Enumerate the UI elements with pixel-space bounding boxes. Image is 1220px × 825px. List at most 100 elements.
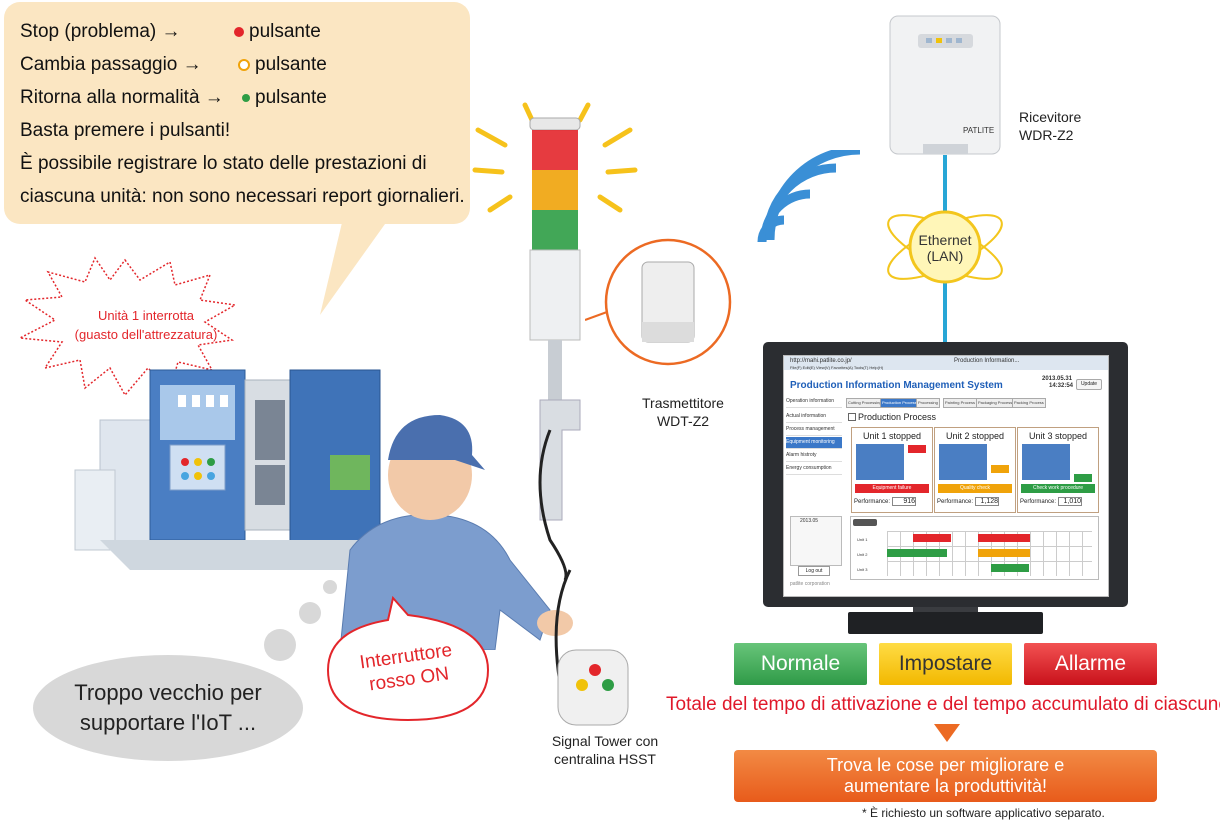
green-dot-icon (242, 93, 250, 102)
tab-processing[interactable]: Processing (916, 398, 940, 408)
button-word-green: pulsante (255, 87, 327, 108)
thought-line1: Troppo vecchio per (74, 680, 262, 705)
signal-tower-label-line1: Signal Tower con (551, 733, 659, 749)
tab-packing[interactable]: Packing Process (1012, 398, 1046, 408)
receiver-brand: PATLITE (963, 126, 995, 135)
sidebar-item-actual[interactable]: Actual information (786, 411, 842, 423)
operator-bubble-shape (326, 595, 490, 722)
sidebar-item-equipment[interactable]: Equipment monitoring (786, 437, 842, 449)
ethernet-label-line2: (LAN) (926, 248, 964, 264)
receiver-label-line1: Ricevitore (1019, 109, 1082, 125)
improve-line1: Trova le cose per migliorare e (826, 755, 1065, 775)
chart-bar-green (887, 549, 947, 557)
performance-value: 1,010 (1058, 497, 1083, 506)
section-title: Production Process (858, 412, 937, 422)
unit-title: Unit 3 stopped (1028, 431, 1088, 441)
timeline-chart: Unit 1 Unit 2 Unit 3 (850, 516, 1099, 580)
tab-cutting[interactable]: Cutting Processing (846, 398, 884, 408)
unit-card[interactable]: Unit 1 stopped Equipment failure Perform… (851, 427, 933, 513)
receiver-label-line2: WDR-Z2 (1019, 127, 1074, 143)
wireless-signal-icon (757, 150, 861, 243)
app-title: Production Information Management System (790, 380, 1003, 391)
sidebar-item-alarm[interactable]: Alarm histroty (786, 450, 842, 462)
unit-image (939, 444, 987, 480)
yellow-dot-icon (238, 58, 250, 71)
browser-url[interactable]: http://mahi.patlite.co.jp/ (790, 358, 852, 364)
thought-bubble-dots (264, 580, 337, 661)
set-button: Impostare (879, 643, 1012, 685)
unit-image (1022, 444, 1070, 480)
sidebar-item-process[interactable]: Process management (786, 424, 842, 436)
tab-production[interactable]: Production Process (880, 398, 919, 408)
thought-line2: supportare l'IoT ... (79, 710, 257, 735)
bubble-line-press: Basta premere i pulsanti! (20, 120, 231, 141)
transmitter-callout (585, 238, 732, 366)
button-word-red: pulsante (249, 21, 321, 42)
unit-status: Equipment failure (855, 484, 929, 493)
sidebar-item-energy[interactable]: Energy consumption (786, 463, 842, 475)
improve-line2: aumentare la produttività! (843, 776, 1048, 796)
unit-status: Quality check (938, 484, 1012, 493)
sidebar-item-operation[interactable]: Operation information (786, 396, 842, 408)
signal-tower-illustration (472, 102, 638, 580)
chart-row-label: Unit 2 (857, 552, 868, 557)
performance-label: Performance: (1020, 499, 1057, 505)
operator-illustration (339, 415, 573, 650)
performance-label: Performance: (854, 499, 891, 505)
footer-text: patlite corporation (790, 581, 830, 587)
ethernet-label-line1: Ethernet (918, 232, 972, 248)
normal-button: Normale (734, 643, 867, 685)
chart-bar-orange (978, 549, 1030, 557)
receiver-illustration (889, 15, 1001, 155)
footnote: * È richiesto un software applicativo se… (862, 806, 1105, 820)
transmitter-label-line2: WDT-Z2 (656, 413, 710, 429)
machine-illustration (17, 256, 420, 570)
alert-burst-line1: Unità 1 interrotta (97, 308, 195, 323)
hsst-controller-illustration (554, 569, 629, 726)
app-date: 2013.05.31 (1042, 376, 1073, 382)
alert-burst-shape (17, 256, 238, 397)
ethernet-illustration (887, 155, 1003, 355)
logout-button[interactable]: Log out (798, 566, 830, 576)
section-checkbox[interactable] (848, 413, 856, 421)
signal-tower-label-line2: centralina HSST (554, 751, 656, 767)
performance-value: 916 (892, 497, 917, 506)
unit-status: Check work procedure (1021, 484, 1095, 493)
browser-bar (784, 356, 1108, 370)
tab-packaging[interactable]: Packaging Process (976, 398, 1015, 408)
performance-value: 1,128 (975, 497, 1000, 506)
unit-title: Unit 1 stopped (862, 431, 922, 441)
monitor-screen: http://mahi.patlite.co.jp/ Production In… (783, 355, 1109, 597)
performance-label: Performance: (937, 499, 974, 505)
bubble-line-reports: ciascuna unità: non sono necessari repor… (20, 186, 465, 207)
browser-tab[interactable]: Production Information... (954, 358, 1020, 364)
unit-card[interactable]: Unit 2 stopped Quality check Performance… (934, 427, 1016, 513)
browser-menu[interactable]: File(F) Edit(E) View(V) Favorites(A) Too… (790, 365, 884, 370)
total-time-text: Totale del tempo di attivazione e del te… (666, 694, 1220, 715)
calendar-title: 2013.05 (800, 518, 819, 524)
chart-bar-red (978, 534, 1030, 542)
speech-bubble-tail (320, 210, 395, 315)
bubble-line-normal: Ritorna alla normalità → (20, 87, 224, 108)
update-button[interactable]: Update (1076, 379, 1102, 390)
tab-painting[interactable]: Painting Process (943, 398, 978, 408)
unit-card[interactable]: Unit 3 stopped Check work procedure Perf… (1017, 427, 1099, 513)
equipment-tag (853, 519, 877, 526)
chart-row-label: Unit 1 (857, 537, 868, 542)
thought-bubble: Troppo vecchio per supportare l'IoT ... (33, 655, 303, 761)
speech-bubble: Stop (problema) → pulsante Cambia passag… (4, 2, 470, 224)
red-dot-icon (234, 26, 244, 37)
alarm-button: Allarme (1024, 643, 1157, 685)
app-time: 14:32:54 (1049, 383, 1074, 389)
calendar[interactable] (790, 516, 842, 566)
bubble-line-record: È possibile registrare lo stato delle pr… (20, 153, 427, 174)
button-word-yellow: pulsante (255, 54, 327, 75)
alert-burst-line2: (guasto dell'attrezzatura) (74, 327, 218, 342)
bubble-line-stop: Stop (problema) → (20, 21, 181, 42)
unit-image (856, 444, 904, 480)
transmitter-label-line1: Trasmettitore (642, 395, 724, 411)
down-arrow-icon (934, 724, 960, 742)
bubble-line-change: Cambia passaggio → (20, 54, 202, 75)
chart-row-label: Unit 3 (857, 567, 868, 572)
chart-bar-red (913, 534, 951, 542)
